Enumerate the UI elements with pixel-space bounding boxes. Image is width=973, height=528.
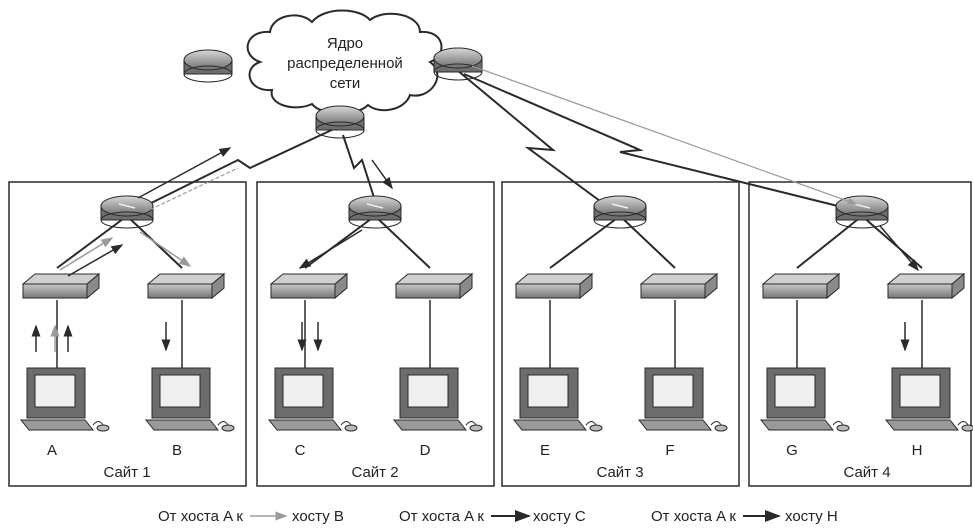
host-computer-d-icon — [392, 367, 483, 432]
legend-3-to: хосту H — [785, 508, 838, 525]
traffic-arrows — [31, 65, 919, 352]
site-switch-3b-icon — [639, 272, 719, 300]
arrow-a-b-down — [139, 231, 192, 267]
arrow-a-c-down-2 — [298, 229, 363, 269]
arrow-a-c-up-1 — [67, 244, 124, 277]
core-label-line-3: сети — [330, 75, 361, 92]
host-label-h: H — [912, 442, 923, 459]
link-router-switch-4a — [796, 215, 863, 269]
host-label-g: G — [786, 442, 798, 459]
host-computer-f-icon — [637, 367, 728, 432]
link-router-switch-1a — [56, 215, 128, 269]
site-switch-2a-icon — [269, 272, 349, 300]
site-router-3-icon — [593, 195, 647, 229]
site-label-1: Сайт 1 — [103, 464, 150, 481]
arrow-a-c-up-2 — [137, 147, 232, 199]
host-computer-c-icon — [267, 367, 358, 432]
core-label-line-1: Ядро — [327, 35, 363, 52]
host-label-f: F — [665, 442, 674, 459]
site-switch-1a-icon — [21, 272, 101, 300]
host-computer-h-icon — [884, 367, 973, 432]
legend-1-to: хосту B — [292, 508, 344, 525]
link-router-switch-3b — [619, 215, 676, 269]
site-router-2-icon — [348, 195, 402, 229]
site-box-2 — [256, 181, 495, 487]
wan-link-site3 — [456, 69, 616, 213]
link-router-switch-4b — [861, 215, 923, 269]
cloud-shape — [246, 9, 443, 115]
site-box-4 — [748, 181, 972, 487]
arrow-a-c-down-1 — [371, 159, 393, 190]
host-label-a: A — [47, 442, 57, 459]
host-computer-b-icon — [144, 367, 235, 432]
link-router-switch-2a — [304, 215, 376, 269]
link-router-switch-3a — [549, 215, 621, 269]
site-box-1 — [8, 181, 247, 487]
host-computer-e-icon — [512, 367, 603, 432]
arrow-a-h-site — [879, 225, 919, 272]
core-router-right-icon — [433, 47, 483, 81]
site-box-3 — [501, 181, 740, 487]
legend-1-from: От хоста A к — [158, 508, 243, 525]
site-label-2: Сайт 2 — [351, 464, 398, 481]
site-switch-4b-icon — [886, 272, 966, 300]
legend-3-from: От хоста A к — [651, 508, 736, 525]
arrow-a-h-wan — [471, 65, 858, 205]
host-computer-a-icon — [19, 367, 110, 432]
host-label-b: B — [172, 442, 182, 459]
wan-link-site1 — [132, 127, 337, 213]
site-switch-1b-icon — [146, 272, 226, 300]
core-router-left-icon — [183, 49, 233, 83]
host-computer-g-icon — [759, 367, 850, 432]
site-label-3: Сайт 3 — [596, 464, 643, 481]
wan-link-site2 — [342, 134, 379, 211]
legend-2-to: хосту C — [533, 508, 586, 525]
core-cloud: Ядро распределенной сети — [246, 9, 443, 115]
site-router-4-icon — [835, 195, 889, 229]
legend-2-from: От хоста A к — [399, 508, 484, 525]
arrow-a-h-core — [144, 167, 239, 213]
site-router-1-icon — [100, 195, 154, 229]
link-router-switch-2b — [374, 215, 431, 269]
legend: От хоста A к хосту B От хоста A к хосту … — [158, 508, 838, 525]
site-label-4: Сайт 4 — [843, 464, 890, 481]
host-label-d: D — [420, 442, 431, 459]
core-label-line-2: распределенной — [287, 55, 403, 72]
site-switch-4a-icon — [761, 272, 841, 300]
sites-layer: A B Сайт 1 C D Сайт 2 E F Сайт 3 G H Сайт 4 — [19, 195, 973, 481]
site-boxes — [8, 181, 972, 487]
arrow-a-b-up — [59, 237, 114, 271]
host-label-c: C — [295, 442, 306, 459]
wan-links — [132, 69, 863, 213]
site-switch-2b-icon — [394, 272, 474, 300]
core-router-bottom-icon — [315, 105, 365, 139]
site-switch-3a-icon — [514, 272, 594, 300]
wan-link-site4 — [463, 73, 863, 213]
host-label-e: E — [540, 442, 550, 459]
